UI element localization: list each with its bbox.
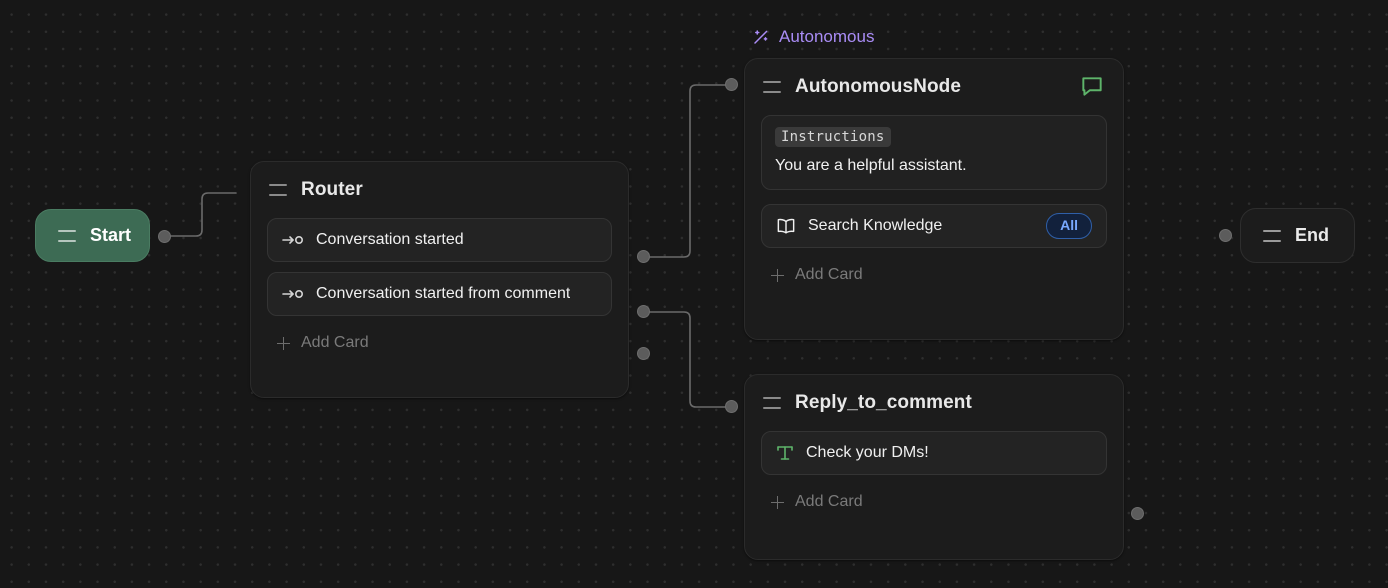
reply-node-header: Reply_to_comment xyxy=(745,375,1123,431)
instructions-card[interactable]: Instructions You are a helpful assistant… xyxy=(761,115,1107,190)
search-knowledge-scope-badge[interactable]: All xyxy=(1046,213,1092,239)
reply-node-body: Check your DMs! Add Card xyxy=(745,431,1123,527)
end-node-label: End xyxy=(1295,225,1329,245)
drag-handle-icon[interactable] xyxy=(1263,229,1281,242)
plus-icon xyxy=(277,336,290,350)
router-node[interactable]: Router Conversation started xyxy=(250,161,629,398)
end-input-port[interactable] xyxy=(1219,229,1232,242)
router-output-port-2[interactable] xyxy=(637,305,650,318)
router-add-card-label: Add Card xyxy=(301,334,369,351)
reply-to-comment-node[interactable]: Reply_to_comment Check your DMs! xyxy=(744,374,1124,560)
autonomous-node[interactable]: AutonomousNode Instructions You are a he… xyxy=(744,58,1124,340)
chat-bubble-icon[interactable] xyxy=(1079,74,1105,100)
drag-handle-icon[interactable] xyxy=(763,81,781,93)
router-output-port-1[interactable] xyxy=(637,250,650,263)
reply-text-card[interactable]: Check your DMs! xyxy=(761,431,1107,475)
text-t-icon xyxy=(776,443,794,463)
drag-handle-icon[interactable] xyxy=(763,397,781,409)
reply-output-port[interactable] xyxy=(1131,507,1144,520)
reply-text-label: Check your DMs! xyxy=(806,444,929,461)
router-card-conversation-started[interactable]: Conversation started xyxy=(267,218,612,262)
router-add-card-button[interactable]: Add Card xyxy=(267,326,612,354)
group-label-autonomous: Autonomous xyxy=(752,27,874,47)
reply-add-card-button[interactable]: Add Card xyxy=(761,485,1107,513)
search-knowledge-card[interactable]: Search Knowledge All xyxy=(761,204,1107,248)
start-output-port[interactable] xyxy=(158,230,171,243)
router-node-body: Conversation started Conversation starte… xyxy=(251,218,628,368)
plus-icon xyxy=(771,495,784,509)
autonomous-node-title: AutonomousNode xyxy=(795,76,962,97)
edge-router-to-reply xyxy=(649,311,732,408)
magic-wand-icon xyxy=(754,30,768,44)
autonomous-input-port[interactable] xyxy=(725,78,738,91)
router-node-header: Router xyxy=(251,162,628,218)
group-label-text: Autonomous xyxy=(779,27,875,46)
start-node-label: Start xyxy=(90,225,132,245)
autonomous-add-card-button[interactable]: Add Card xyxy=(761,258,1107,286)
router-output-port-3[interactable] xyxy=(637,347,650,360)
instructions-text: You are a helpful assistant. xyxy=(775,157,967,174)
search-knowledge-label: Search Knowledge xyxy=(808,217,943,234)
reply-node-title: Reply_to_comment xyxy=(795,392,972,413)
autonomous-add-card-label: Add Card xyxy=(795,266,863,283)
instructions-badge: Instructions xyxy=(775,127,891,147)
end-node[interactable]: End xyxy=(1240,208,1355,263)
autonomous-node-header: AutonomousNode xyxy=(745,59,1123,115)
drag-handle-icon[interactable] xyxy=(58,229,76,242)
router-card-label: Conversation started from comment xyxy=(316,285,571,302)
route-arrow-icon xyxy=(282,287,304,301)
plus-icon xyxy=(771,268,784,282)
router-card-label: Conversation started xyxy=(316,231,464,248)
reply-add-card-label: Add Card xyxy=(795,493,863,510)
autonomous-node-body: Instructions You are a helpful assistant… xyxy=(745,115,1123,300)
drag-handle-icon[interactable] xyxy=(269,184,287,196)
edge-router-to-autonomous xyxy=(649,84,732,258)
router-node-title: Router xyxy=(301,179,363,200)
router-card-conversation-started-from-comment[interactable]: Conversation started from comment xyxy=(267,272,612,316)
start-node[interactable]: Start xyxy=(35,209,150,262)
edge-start-to-router xyxy=(170,192,237,237)
book-icon xyxy=(776,217,796,235)
route-arrow-icon xyxy=(282,233,304,247)
reply-input-port[interactable] xyxy=(725,400,738,413)
